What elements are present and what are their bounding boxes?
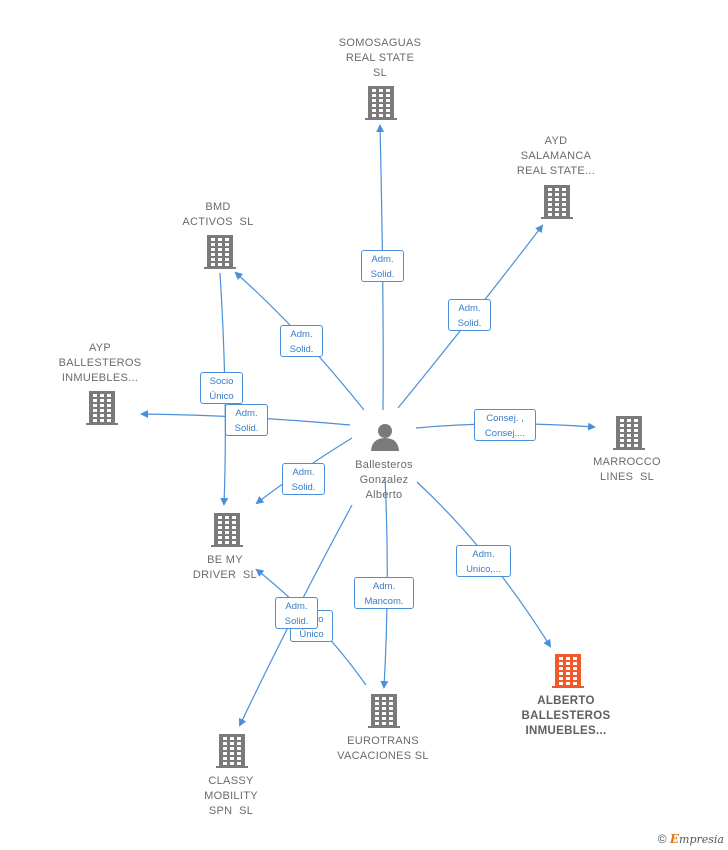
building-icon[interactable] xyxy=(541,185,573,219)
edge-label-center-alberto[interactable]: Adm. Unico,... xyxy=(456,545,511,577)
company-label-somosaguas[interactable]: SOMOSAGUAS REAL STATE SL xyxy=(338,37,422,79)
company-label-classy[interactable]: CLASSY MOBILITY SPN SL xyxy=(204,775,258,817)
edge-center-somosaguas xyxy=(376,124,385,411)
building-icon[interactable] xyxy=(86,391,118,425)
building-icon[interactable] xyxy=(368,694,400,728)
edge-label-center-bmd[interactable]: Adm. Solid. xyxy=(280,325,323,357)
company-label-alberto[interactable]: ALBERTO BALLESTEROS INMUEBLES... xyxy=(521,695,611,737)
company-label-eurotrans[interactable]: EUROTRANS VACACIONES SL xyxy=(337,735,429,762)
nodes-layer xyxy=(86,86,645,768)
brand-logo-text: mpresia xyxy=(679,833,724,846)
company-label-marrocco[interactable]: MARROCCO LINES SL xyxy=(593,456,661,483)
copyright-footer: © Empresia xyxy=(658,832,724,846)
edge-label-center-eurotrans[interactable]: Adm. Mancom. xyxy=(354,577,414,609)
company-label-ayd[interactable]: AYD SALAMANCA REAL STATE... xyxy=(516,135,596,177)
company-label-ayp[interactable]: AYP BALLESTEROS INMUEBLES... xyxy=(58,342,142,384)
copyright-symbol: © xyxy=(657,832,667,846)
building-icon[interactable] xyxy=(365,86,397,120)
company-label-bemydriver[interactable]: BE MY DRIVER SL xyxy=(192,554,258,581)
brand-logo-initial: E xyxy=(669,832,680,846)
edge-label-center-ayd[interactable]: Adm. Solid. xyxy=(448,299,491,331)
building-icon[interactable] xyxy=(552,654,584,688)
building-icon[interactable] xyxy=(204,235,236,269)
building-icon[interactable] xyxy=(211,513,243,547)
edge-label-center-somosaguas[interactable]: Adm. Solid. xyxy=(361,250,404,282)
edge-label-center-ayp[interactable]: Adm. Solid. xyxy=(225,404,268,436)
edge-label-center-marrocco[interactable]: Consej. , Consej.... xyxy=(474,409,536,441)
edge-label-center-bemydriver[interactable]: Adm. Solid. xyxy=(282,463,325,495)
person-icon[interactable] xyxy=(371,424,399,451)
person-label[interactable]: Ballesteros Gonzalez Alberto xyxy=(355,459,413,501)
edge-label-bmd-bemydriver[interactable]: Socio Único xyxy=(200,372,243,404)
edge-label-center-classy[interactable]: Adm. Solid. xyxy=(275,597,318,629)
company-label-bmd[interactable]: BMD ACTIVOS SL xyxy=(182,201,254,228)
building-icon[interactable] xyxy=(216,734,248,768)
building-icon[interactable] xyxy=(613,416,645,450)
